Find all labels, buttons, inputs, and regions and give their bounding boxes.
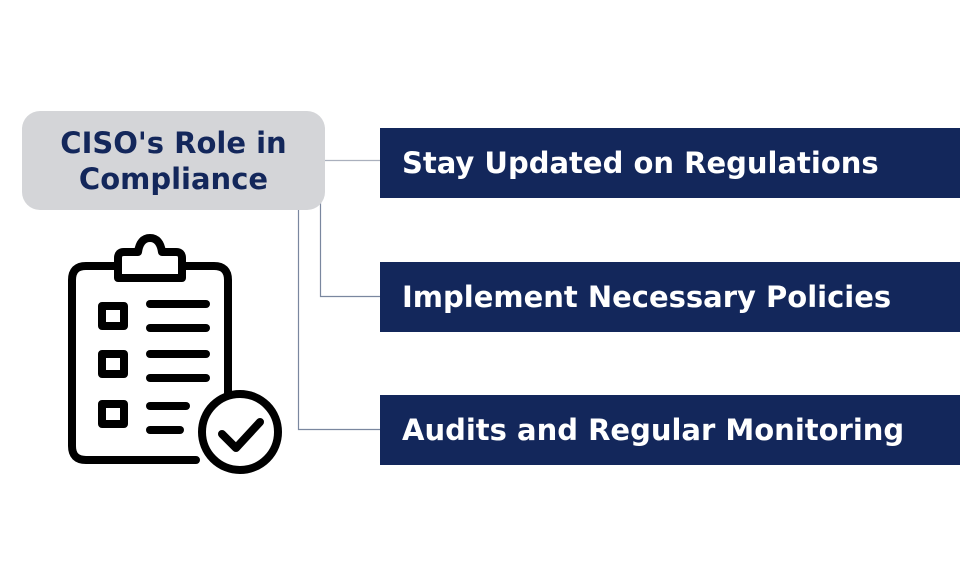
diagram-title: CISO's Role in Compliance <box>22 111 325 210</box>
connector-line-3 <box>297 210 380 431</box>
item-label: Stay Updated on Regulations <box>402 146 879 180</box>
item-bar-implement-policies: Implement Necessary Policies <box>380 262 960 332</box>
item-label: Implement Necessary Policies <box>402 280 892 314</box>
title-line-2: Compliance <box>78 161 269 196</box>
item-label: Audits and Regular Monitoring <box>402 413 905 447</box>
item-bar-stay-updated: Stay Updated on Regulations <box>380 128 960 198</box>
connector-line-2 <box>319 200 380 298</box>
item-bar-audits-monitoring: Audits and Regular Monitoring <box>380 395 960 465</box>
clipboard-checklist-icon <box>68 234 282 474</box>
title-line-1: CISO's Role in <box>60 125 287 160</box>
